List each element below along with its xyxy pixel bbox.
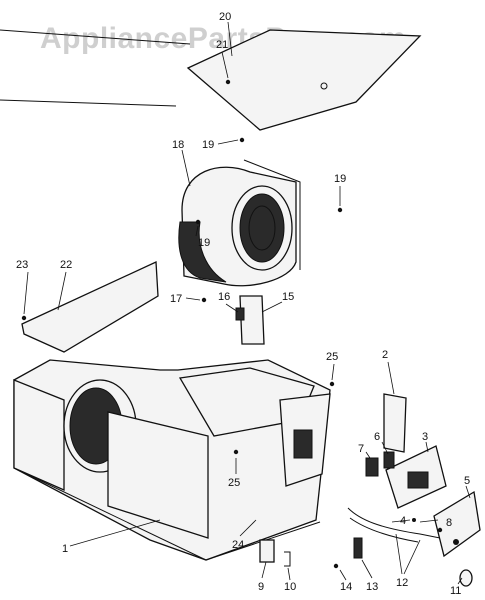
callout-6: 6 [374,431,380,443]
callout-9: 9 [258,581,264,593]
top-cover-panel [0,29,422,131]
callout-17: 17 [170,293,182,305]
callout-8: 8 [446,517,452,529]
blower-housing [178,137,343,287]
callout-23: 23 [16,259,28,271]
loose-hardware [259,537,473,587]
leader-lines [23,21,471,585]
callout-15: 15 [282,291,294,303]
main-chassis [13,359,335,561]
callout-labels: 20 21 19 18 19 19 23 22 17 16 15 25 2 3 … [16,11,470,597]
callout-1: 1 [62,543,68,555]
callout-18: 18 [172,139,184,151]
callout-11: 11 [450,585,461,597]
callout-24: 24 [232,539,244,551]
callout-21: 21 [216,39,228,51]
callout-12: 12 [396,577,408,589]
callout-4: 4 [400,515,406,527]
mounting-bracket [201,295,265,345]
callout-14: 14 [340,581,352,593]
callout-13: 13 [366,581,378,593]
callout-7: 7 [358,443,364,455]
callout-19-housing: 19 [198,237,210,249]
callout-19-top: 19 [202,139,214,151]
control-components [347,393,481,558]
callout-25-top: 25 [326,351,338,363]
callout-3: 3 [422,431,428,443]
callout-16: 16 [218,291,230,303]
callout-5: 5 [464,475,470,487]
callout-25-bottom: 25 [228,477,240,489]
callout-2: 2 [382,349,388,361]
callout-19-right: 19 [334,173,346,185]
callout-22: 22 [60,259,72,271]
callout-10: 10 [284,581,296,593]
callout-20: 20 [219,11,231,23]
side-panel [21,261,159,353]
